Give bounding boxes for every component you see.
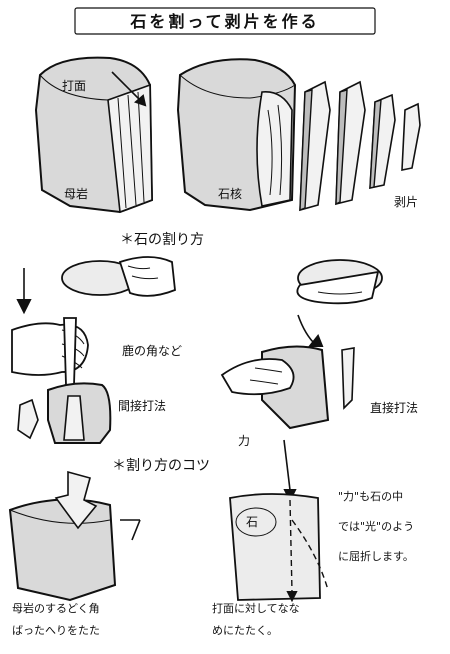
tip-left-caption-line1: 母岩のするどく角 bbox=[12, 601, 100, 615]
page-title: 石を割って剥片を作る bbox=[129, 12, 319, 31]
core-figure: 石核 bbox=[176, 58, 297, 212]
title-banner: 石を割って剥片を作る bbox=[74, 7, 376, 35]
tip-left-figure: 母岩のするどく角 ばったへりをたた bbox=[8, 470, 141, 637]
flake-label: 剥片 bbox=[394, 195, 418, 209]
tip-note-line3: に屈折します。 bbox=[338, 549, 414, 563]
tip-note-line1: "力"も石の中 bbox=[338, 490, 403, 503]
flakes-figure: 剥片 bbox=[299, 80, 421, 212]
tip-left-caption-line2: ばったへりをたた bbox=[12, 624, 100, 637]
tip-right-figure: 力 石 "力"も石の中 では"光"のよう に屈折します。 打面に対してなな めに… bbox=[212, 434, 414, 637]
stone-label: 石 bbox=[246, 515, 258, 529]
tip-right-caption-line2: めにたたく。 bbox=[212, 624, 278, 637]
direct-method-label: 直接打法 bbox=[370, 400, 418, 415]
force-label: 力 bbox=[238, 434, 250, 448]
mother-rock-label: 母岩 bbox=[64, 186, 88, 201]
mother-rock-figure: 打面 母岩 bbox=[34, 56, 154, 214]
indirect-pebble-hand bbox=[61, 256, 176, 297]
tips-heading: ＊割り方のコツ bbox=[112, 457, 210, 474]
indirect-hand-with-antler: 鹿の角など bbox=[11, 317, 182, 402]
tip-note-line2: では"光"のよう bbox=[338, 519, 414, 533]
split-method-heading: ＊石の割り方 bbox=[120, 231, 204, 248]
indirect-stone: 間接打法 bbox=[17, 382, 166, 444]
core-label: 石核 bbox=[218, 187, 242, 201]
direct-curved-arrow bbox=[297, 314, 324, 347]
indirect-down-arrow bbox=[16, 268, 32, 315]
direct-pebble-hand bbox=[296, 259, 383, 305]
tip-right-caption-line1: 打面に対してなな bbox=[212, 601, 300, 615]
direct-stone-hand: 直接打法 bbox=[220, 345, 418, 430]
indirect-method-label: 間接打法 bbox=[118, 398, 166, 413]
antler-label: 鹿の角など bbox=[122, 343, 182, 358]
strike-face-label: 打面 bbox=[62, 79, 86, 93]
